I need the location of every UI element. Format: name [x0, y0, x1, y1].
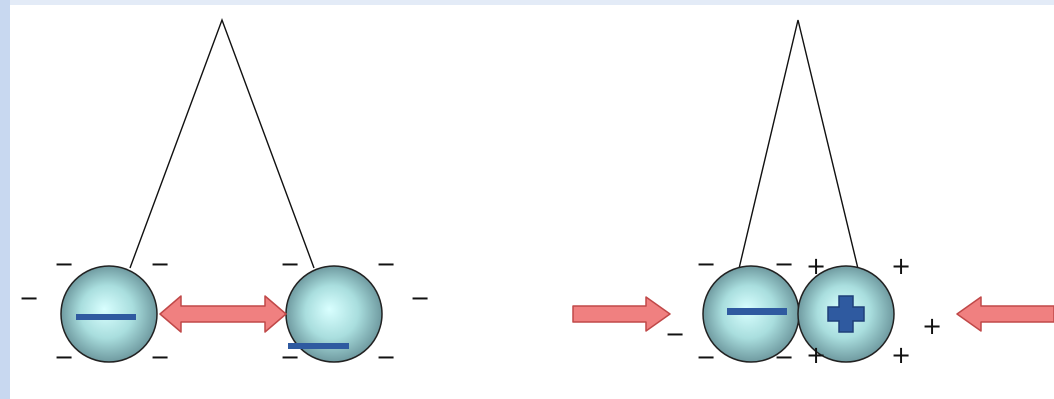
- surface-sign: −: [410, 284, 430, 312]
- surface-sign: −: [774, 343, 794, 371]
- surface-sign: −: [696, 250, 716, 278]
- surface-sign: +: [806, 252, 826, 280]
- surface-sign: −: [665, 320, 685, 348]
- surface-sign: −: [280, 250, 300, 278]
- surface-sign: −: [19, 284, 39, 312]
- minus-charge-icon: [76, 314, 136, 320]
- surface-sign: +: [806, 341, 826, 369]
- arrow-icon: [573, 297, 670, 331]
- surface-sign: −: [376, 343, 396, 371]
- thread-right-pair: [737, 20, 860, 277]
- frame-top-border: [0, 0, 1054, 5]
- surface-sign: +: [922, 312, 942, 340]
- double-arrow-icon: [160, 296, 286, 332]
- surface-sign: −: [54, 343, 74, 371]
- panel-repulsion: − − − − − − − − − −: [19, 20, 430, 371]
- surface-sign: −: [54, 250, 74, 278]
- thread-left-pair: [130, 20, 314, 268]
- surface-sign: −: [280, 343, 300, 371]
- frame-left-border: [0, 0, 10, 399]
- arrow-icon: [957, 297, 1054, 331]
- minus-charge-icon: [727, 308, 787, 315]
- panel-attraction: − − − − − + + + + +: [573, 20, 1054, 371]
- surface-sign: −: [376, 250, 396, 278]
- surface-sign: +: [891, 252, 911, 280]
- surface-sign: −: [150, 343, 170, 371]
- surface-sign: +: [891, 341, 911, 369]
- surface-sign: −: [150, 250, 170, 278]
- surface-sign: −: [696, 343, 716, 371]
- surface-sign: −: [774, 250, 794, 278]
